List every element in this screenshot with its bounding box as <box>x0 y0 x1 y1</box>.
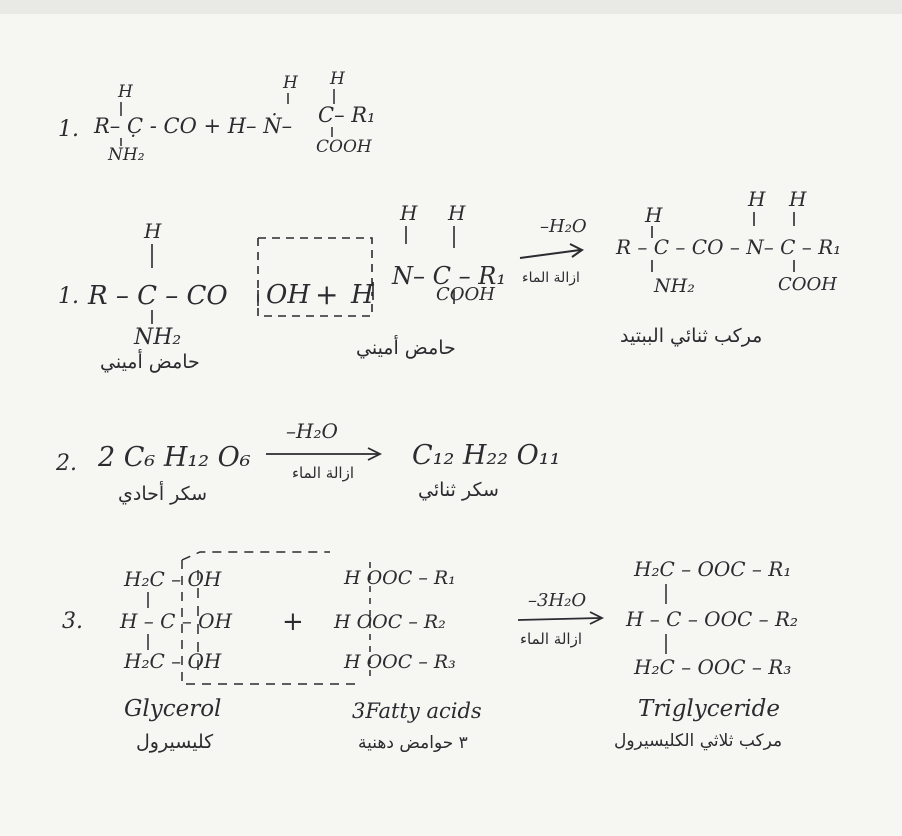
reaction-3: 3. H₂C – OH H – C – OH H₂C – OH + H OOC … <box>62 551 798 753</box>
reaction-2: 2. 2 C₆ H₁₂ O₆ –H₂O ازالة الماء C₁₂ H₂₂ … <box>55 419 560 505</box>
line1-h-top-left: H <box>117 82 134 102</box>
r3-gly-row1: H₂C – OH <box>123 567 222 591</box>
r1-label-mid: حامض أميني <box>356 335 456 359</box>
r3-fa-row2: H OOC – R₂ <box>333 611 446 633</box>
r3-fa-row1: H OOC – R₁ <box>343 567 456 589</box>
r3-label-glycerol-ar: كليسيرول <box>136 731 214 753</box>
line1-nh2: NH₂ <box>107 145 145 165</box>
r3-tri-row2: H – C – OOC – R₂ <box>625 607 798 631</box>
r3-fa-row3: H OOC – R₃ <box>343 651 456 673</box>
r3-tri-row3: H₂C – OOC – R₃ <box>633 655 791 679</box>
line1-left-chain: R– C̣ - CO + H– Ṅ– <box>93 113 292 138</box>
r1-nh2: NH₂ <box>133 325 181 350</box>
reaction-arrow <box>517 617 601 621</box>
r1-chain-left: R – C – CO <box>87 281 228 311</box>
arrow-head <box>589 611 605 625</box>
r3-gly-row3: H₂C – OH <box>123 649 222 673</box>
r1-plus: + <box>315 278 338 311</box>
r2-label-left: سكر أحادي <box>118 481 207 505</box>
r1-n-chain: N– C – R₁ <box>391 262 506 290</box>
water-removal-box <box>257 237 373 317</box>
water-removal-box <box>181 551 356 685</box>
reaction-1: 1. H R – C – CO NH₂ OH + H H H N– C – R₁… <box>58 187 841 373</box>
r3-gly-row2: H – C – OH <box>119 609 233 633</box>
r3-label-fatty-acids: 3Fatty acids <box>352 699 482 723</box>
line1-number: 1. <box>58 117 79 142</box>
r1-cooh: COOH <box>436 284 495 305</box>
line1-h-top-right: H <box>329 69 346 89</box>
r1-label-right: مركب ثنائي الببتيد <box>620 325 762 347</box>
r2-product: C₁₂ H₂₂ O₁₁ <box>412 440 560 471</box>
r1-h-top: H <box>143 219 162 243</box>
r1-h-n: H <box>399 201 418 225</box>
arrow-head <box>367 447 383 461</box>
r1-product-h1: H <box>644 203 663 227</box>
r3-label-glycerol: Glycerol <box>124 696 221 722</box>
r2-reactant: 2 C₆ H₁₂ O₆ <box>97 442 251 473</box>
r3-label-triglyceride: Triglyceride <box>638 696 780 722</box>
line-1: 1. H R– C̣ - CO + H– Ṅ– H H C– R₁ NH₂ C… <box>58 69 375 165</box>
r1-label-left: حامض أميني <box>100 349 200 373</box>
r3-label-fatty-acids-ar: ٣ حوامض دهنية <box>358 733 468 753</box>
line1-cooh: COOH <box>316 137 373 157</box>
r3-arrow-bottom: ازالة الماء <box>520 630 582 648</box>
r1-product-h2: H <box>747 187 766 211</box>
r1-arrow-top: –H₂O <box>540 216 587 237</box>
r1-h-c: H <box>447 201 466 225</box>
r1-h-right: H <box>350 280 375 310</box>
r3-plus: + <box>282 607 304 637</box>
r2-arrow-top: –H₂O <box>286 419 338 443</box>
r1-number: 1. <box>58 284 79 309</box>
r1-arrow-bottom: ازالة الماء <box>522 270 580 286</box>
reaction-arrow <box>519 249 581 259</box>
r3-number: 3. <box>62 609 83 634</box>
r3-label-triglyceride-ar: مركب ثلاثي الكليسيرول <box>614 731 782 751</box>
r2-label-right: سكر ثنائي <box>418 479 499 501</box>
r1-product-chain: R – C – CO – N– C – R₁ <box>615 235 841 259</box>
line1-right-chain: C– R₁ <box>318 103 375 127</box>
r1-product-cooh: COOH <box>778 274 837 295</box>
r1-product-h3: H <box>788 187 807 211</box>
top-scan-edge <box>0 0 902 14</box>
arrow-head <box>569 243 584 258</box>
r1-oh: OH <box>266 280 311 310</box>
r2-number: 2. <box>55 451 77 476</box>
r3-arrow-top: –3H₂O <box>528 590 586 611</box>
r3-tri-row1: H₂C – OOC – R₁ <box>633 557 791 581</box>
line1-h-top-mid: H <box>282 73 299 93</box>
r2-arrow-bottom: ازالة الماء <box>292 464 354 482</box>
r1-product-nh2: NH₂ <box>653 275 695 297</box>
